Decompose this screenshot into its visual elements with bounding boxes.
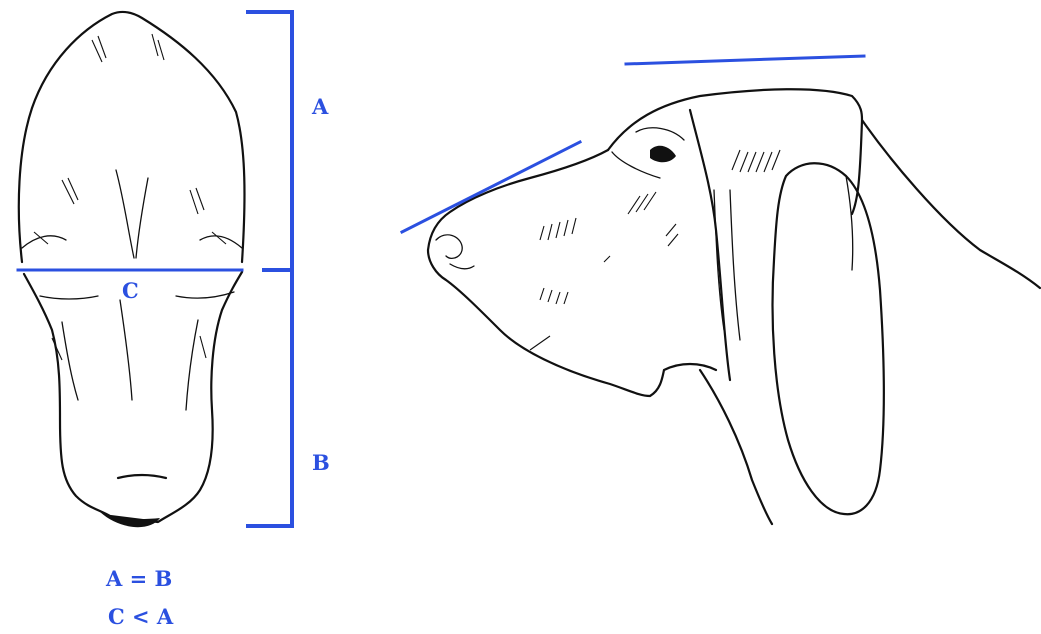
skull-profile — [608, 89, 1040, 288]
skull-plane-line — [626, 56, 864, 64]
label-c: C — [122, 280, 139, 301]
muzzle-profile — [428, 150, 716, 396]
nose-line — [118, 475, 166, 478]
muzzle-outline — [24, 272, 242, 522]
label-a: A — [312, 96, 328, 117]
ear-outline — [773, 163, 884, 514]
equation-c-less-than-a: C < A — [108, 606, 173, 627]
equation-a-equals-b: A = B — [106, 568, 172, 589]
bracket-a — [248, 12, 292, 270]
head-side-view — [428, 89, 1040, 524]
bracket-b — [248, 270, 292, 526]
eye — [650, 146, 676, 163]
skull-outline — [19, 12, 245, 262]
label-b: B — [312, 452, 330, 473]
side-shading — [530, 150, 780, 350]
muzzle-plane-line — [402, 142, 580, 232]
measurement-marks — [18, 12, 864, 526]
skull-shading — [34, 34, 226, 360]
